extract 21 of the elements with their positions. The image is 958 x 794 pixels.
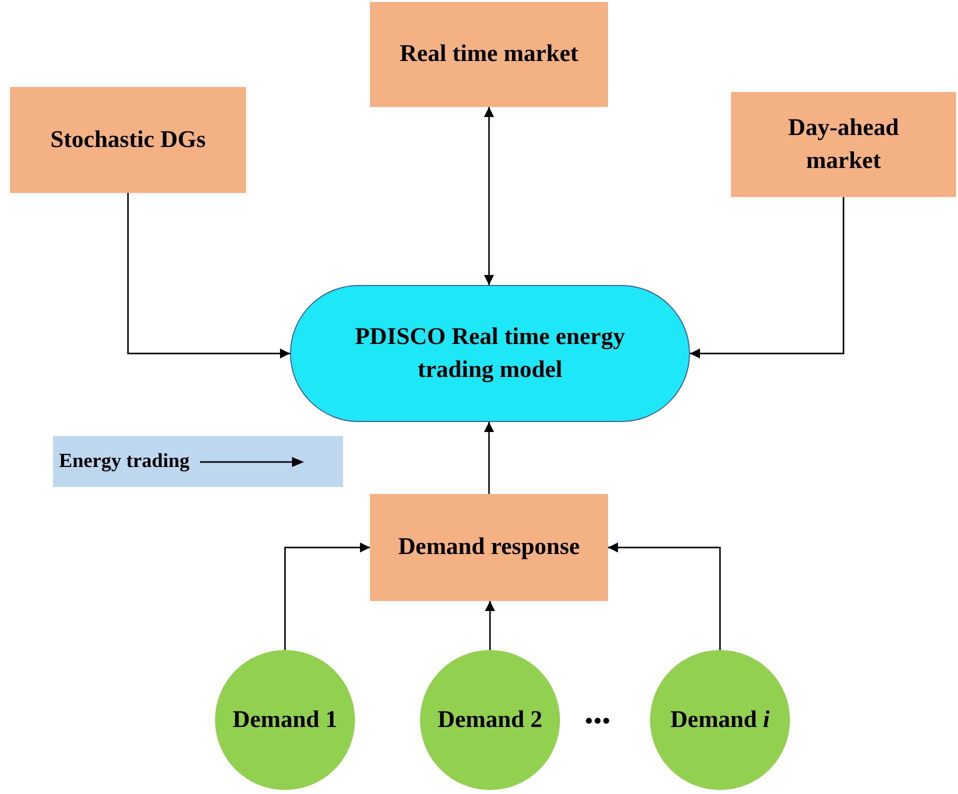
arrow bbox=[127, 193, 290, 358]
node-label: Demand response bbox=[398, 533, 580, 562]
arrow bbox=[690, 197, 844, 358]
ellipsis-mark: ••• bbox=[585, 708, 612, 734]
node-label: Day-ahead market bbox=[787, 114, 900, 176]
arrow bbox=[484, 107, 494, 285]
node-label: PDISCO Real time energy trading model bbox=[354, 323, 626, 384]
node-label: Demand i bbox=[670, 706, 770, 735]
process-box bbox=[10, 87, 246, 193]
arrow bbox=[484, 422, 494, 494]
legend-text: Energy trading bbox=[59, 450, 190, 473]
arrow bbox=[608, 542, 721, 650]
arrow bbox=[485, 601, 495, 650]
process-box bbox=[370, 494, 608, 601]
process-box bbox=[370, 2, 608, 107]
node-label: Demand 1 bbox=[232, 706, 338, 735]
process-box bbox=[731, 92, 956, 197]
node-label: Real time market bbox=[400, 40, 578, 70]
arrow bbox=[284, 542, 370, 650]
node-label: Stochastic DGs bbox=[50, 126, 206, 155]
node-label: Demand 2 bbox=[438, 706, 542, 735]
